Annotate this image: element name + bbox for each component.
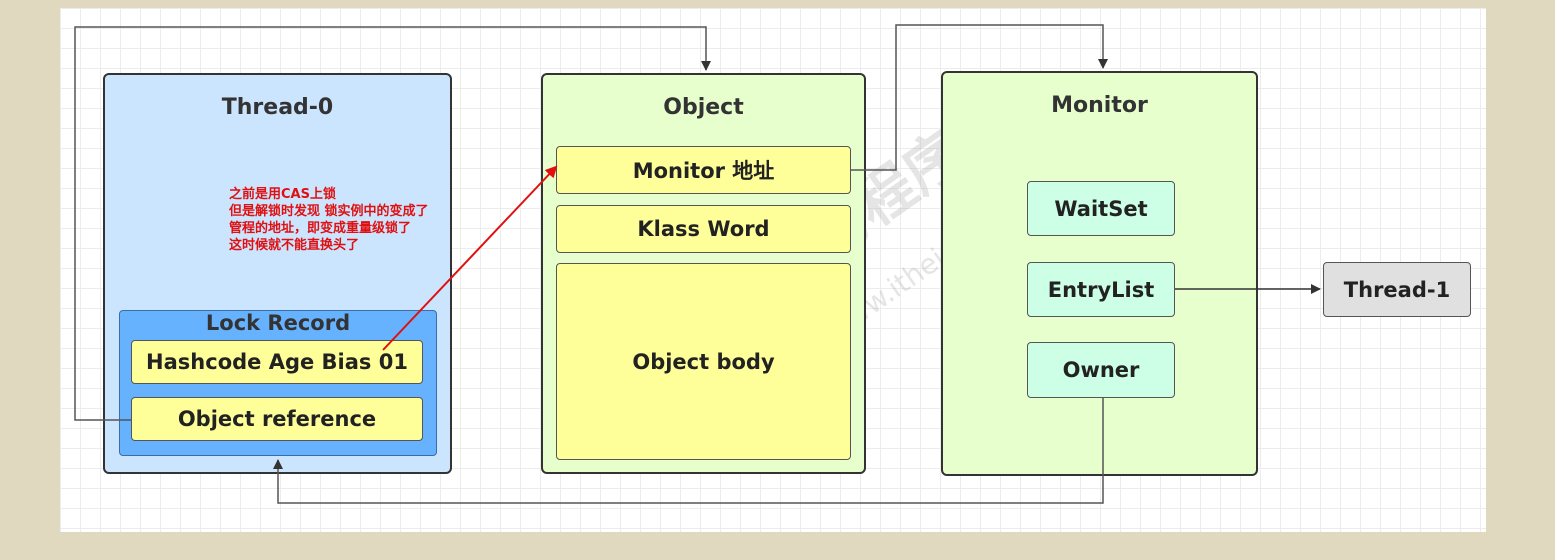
annotation-line: 之前是用CAS上锁 — [229, 187, 336, 202]
object-monitor-address: Monitor 地址 — [556, 146, 851, 194]
thread0-title: Thread-0 — [221, 95, 334, 120]
lock-record-mark-word: Hashcode Age Bias 01 — [131, 340, 423, 384]
lock-record-title: Lock Record — [205, 311, 351, 335]
object-klass-word: Klass Word — [556, 205, 851, 253]
lock-record-object-reference: Object reference — [131, 397, 423, 441]
annotation-line: 这时候就不能直换头了 — [229, 238, 360, 253]
annotation-line: 管程的地址，即变成重量级锁了 — [229, 221, 412, 236]
annotation-line: 但是解锁时发现 锁实例中的变成了 — [229, 204, 429, 219]
monitor-owner: Owner — [1027, 342, 1175, 398]
monitor-title: Monitor — [1051, 93, 1148, 118]
object-body: Object body — [556, 263, 851, 460]
thread1-box: Thread-1 — [1323, 262, 1471, 317]
object-title: Object — [663, 95, 744, 120]
monitor-waitset: WaitSet — [1027, 181, 1175, 236]
annotation-note: 之前是用CAS上锁 但是解锁时发现 锁实例中的变成了 管程的地址，即变成重量级锁… — [229, 186, 429, 254]
monitor-entrylist: EntryList — [1027, 262, 1175, 317]
